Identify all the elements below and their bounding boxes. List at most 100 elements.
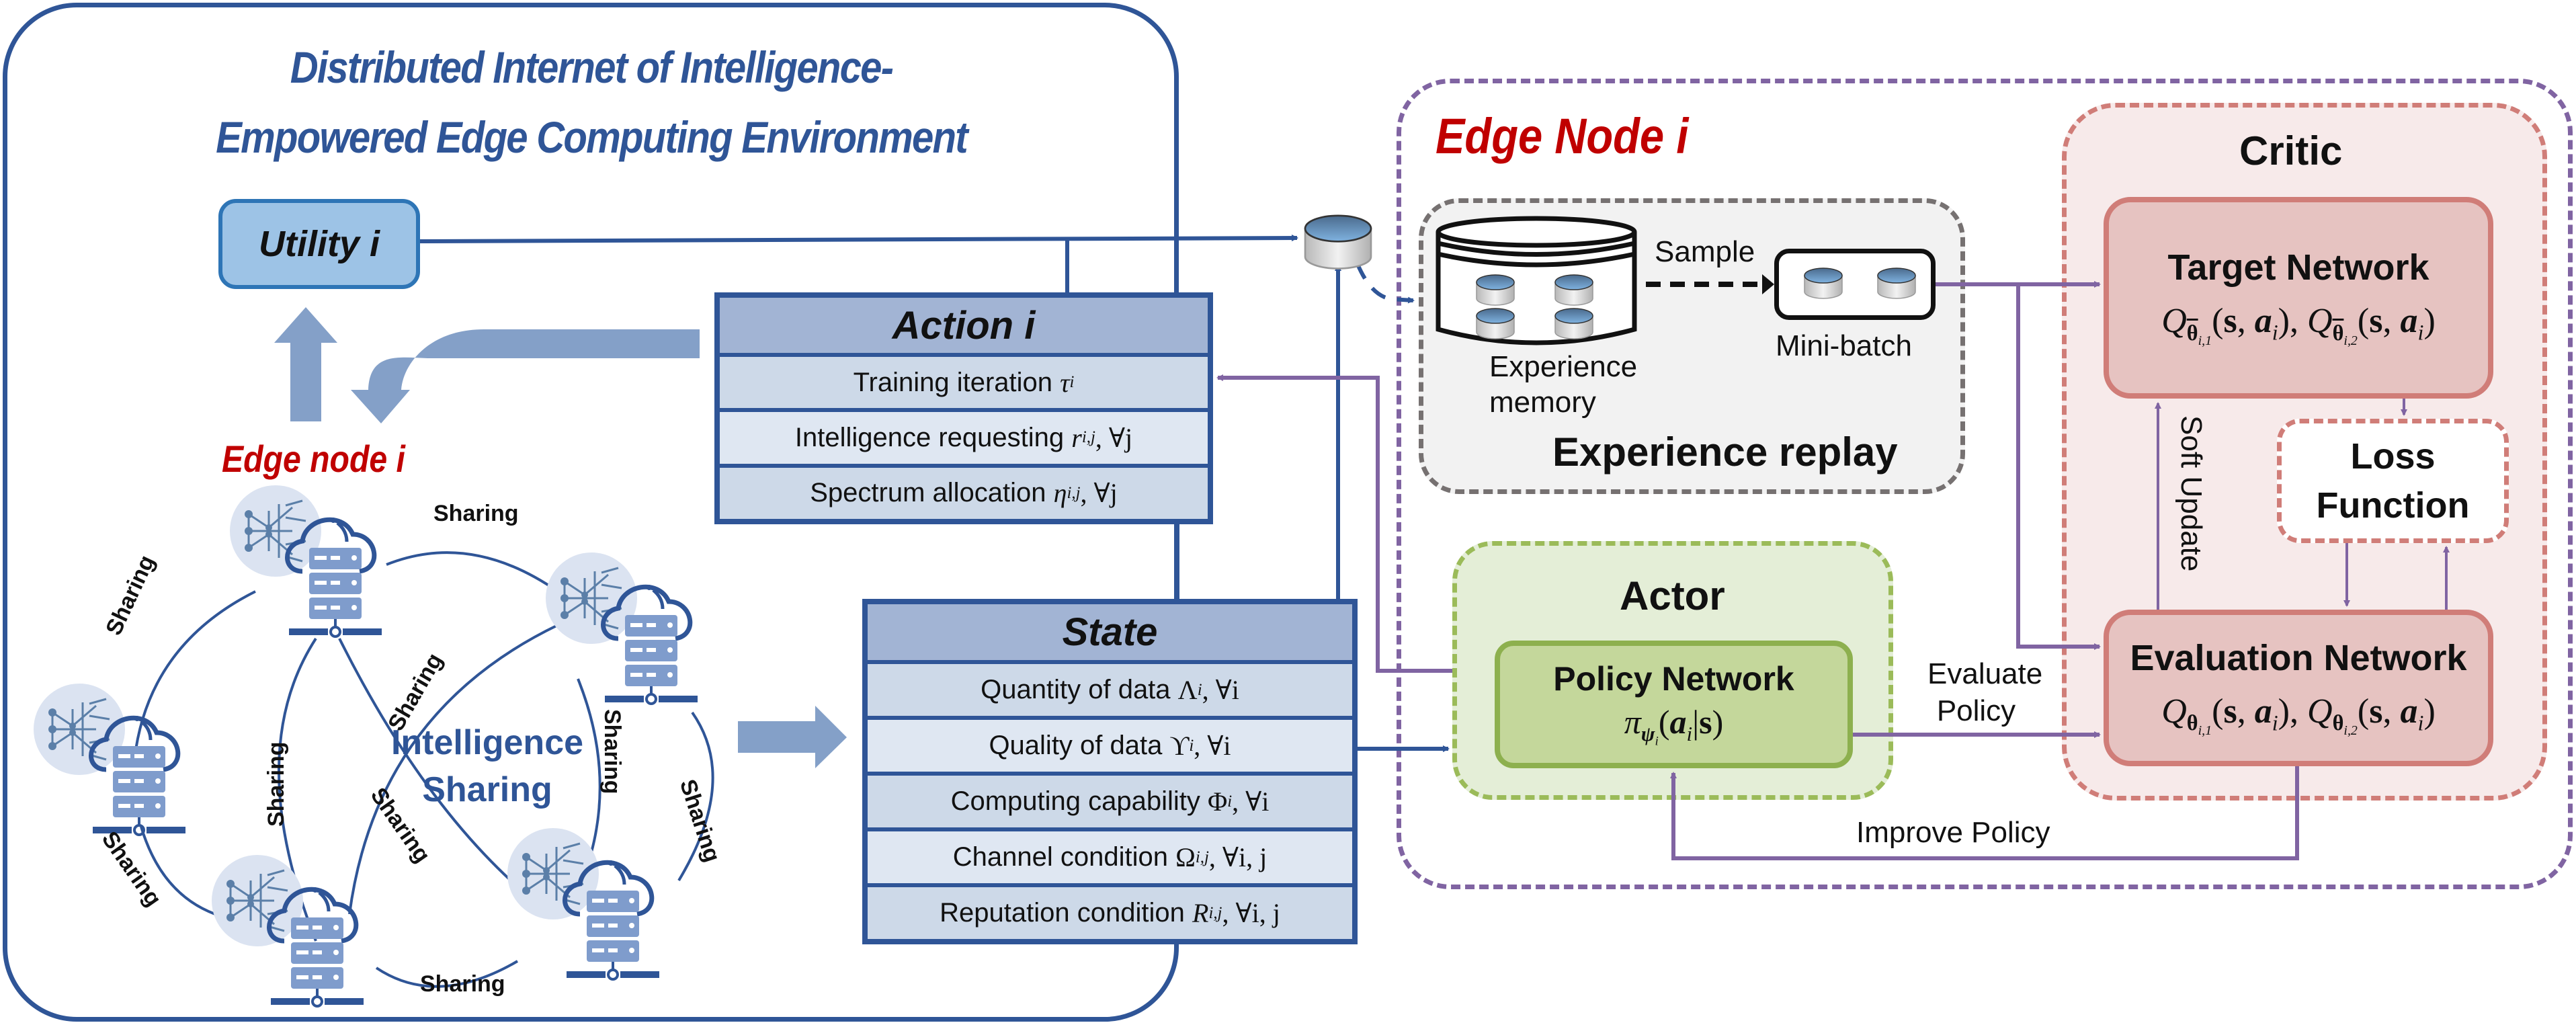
actor-title: Actor bbox=[1620, 573, 1725, 618]
sample-label: Sample bbox=[1655, 235, 1755, 268]
row-subscript: i,j bbox=[1195, 848, 1209, 866]
row-symbol: τ bbox=[1060, 367, 1070, 398]
row-symbol: r bbox=[1071, 422, 1082, 453]
evaluate-policy-label: Evaluate Policy bbox=[1927, 655, 2043, 729]
improve-policy-label: Improve Policy bbox=[1856, 816, 2050, 849]
row-suffix: , ∀i bbox=[1232, 786, 1270, 817]
sharing-label: Sharing bbox=[420, 971, 505, 997]
utility-box: Utility i bbox=[218, 199, 420, 289]
row-subscript: i,j bbox=[1067, 483, 1081, 502]
sample-arrowhead bbox=[1762, 274, 1774, 294]
sharing-link bbox=[386, 551, 559, 593]
minibatch-disks bbox=[1804, 268, 1916, 299]
sharing-link bbox=[577, 678, 601, 874]
row-subscript: i bbox=[1227, 792, 1233, 811]
experience-memory-line2: memory bbox=[1489, 385, 1596, 419]
row-label: Intelligence requesting bbox=[794, 422, 1065, 452]
row-suffix: , ∀j bbox=[1080, 478, 1118, 509]
sharing-link bbox=[677, 711, 714, 882]
experience-replay-title: Experience replay bbox=[1552, 429, 1898, 475]
row-symbol: ϒ bbox=[1169, 731, 1190, 761]
row-suffix: , ∀i bbox=[1202, 675, 1239, 705]
evaluate-policy-line2: Policy bbox=[1936, 694, 2016, 727]
sharing-link bbox=[338, 638, 512, 882]
improve-policy-arrow bbox=[1670, 766, 2299, 860]
row-label: Spectrum allocation bbox=[810, 478, 1046, 508]
evaluation-network-formula: Qθi,1(s, ai), Qθi,2(s, ai) bbox=[2161, 692, 2436, 739]
row-symbol: R bbox=[1192, 898, 1209, 928]
edge-node-title: Edge Node i bbox=[1436, 108, 1689, 164]
policy-network-box: Policy Network πψi(ai|s) bbox=[1495, 641, 1853, 768]
edge-node-label: Edge node i bbox=[222, 438, 405, 480]
environment-title-line1: Distributed Internet of Intelligence- bbox=[290, 42, 894, 92]
sharing-link bbox=[140, 826, 216, 915]
action-table-header: Action i bbox=[720, 298, 1208, 353]
minibatch-to-eval-arrow bbox=[2016, 284, 2101, 650]
evaluation-network-title: Evaluation Network bbox=[2130, 637, 2467, 678]
loss-function-box: Loss Function bbox=[2277, 419, 2509, 543]
critic-title: Critic bbox=[2239, 128, 2343, 173]
intelligence-sharing-line2: Sharing bbox=[422, 770, 552, 810]
intelligence-sharing-line1: Intelligence bbox=[390, 723, 584, 762]
evaluation-network-box: Evaluation Network Qθi,1(s, ai), Qθi,2(s… bbox=[2104, 610, 2493, 766]
state-table-header: State bbox=[868, 604, 1352, 660]
row-label: Quantity of data bbox=[981, 675, 1171, 704]
target-network-formula: Qθi,1(s, ai), Qθi,2(s, ai) bbox=[2161, 302, 2436, 348]
block-arrows bbox=[274, 307, 847, 768]
row-subscript: i bbox=[1069, 373, 1075, 392]
row-subscript: i bbox=[1197, 680, 1202, 699]
loss-line1: Loss bbox=[2350, 436, 2436, 477]
row-suffix: , ∀i, j bbox=[1222, 898, 1280, 928]
row-suffix: , ∀i, j bbox=[1208, 842, 1268, 872]
curved-block-arrow bbox=[351, 329, 700, 423]
row-label: Channel condition bbox=[952, 842, 1168, 872]
row-label: Quality of data bbox=[989, 731, 1163, 760]
sharing-label: Sharing bbox=[433, 501, 519, 526]
policy-network-title: Policy Network bbox=[1553, 660, 1794, 698]
sharing-link bbox=[133, 590, 256, 760]
actor-to-action-arrow bbox=[1216, 374, 1452, 673]
edge-node-panel bbox=[1397, 79, 2573, 889]
row-symbol: Ω bbox=[1175, 842, 1196, 872]
row-subscript: i,j bbox=[1081, 428, 1095, 447]
row-subscript: i bbox=[1189, 736, 1194, 755]
evaluate-policy-line1: Evaluate bbox=[1927, 657, 2043, 690]
policy-network-formula: πψi(ai|s) bbox=[1624, 703, 1724, 749]
row-symbol: η bbox=[1053, 478, 1067, 509]
up-block-arrow bbox=[274, 307, 337, 421]
environment-title-line2: Empowered Edge Computing Environment bbox=[216, 112, 968, 162]
sharing-link bbox=[375, 960, 519, 988]
loss-line2: Function bbox=[2316, 485, 2470, 526]
transition-db-icon bbox=[1304, 214, 1372, 270]
row-suffix: , ∀i bbox=[1194, 731, 1231, 761]
row-label: Training iteration bbox=[853, 367, 1053, 397]
experience-memory-cylinder bbox=[1436, 216, 1637, 345]
right-block-arrow bbox=[738, 706, 847, 768]
row-suffix: , ∀j bbox=[1095, 422, 1133, 453]
db-to-memory-dashed bbox=[1356, 263, 1415, 304]
sharing-link bbox=[348, 624, 558, 915]
row-label: Reputation condition bbox=[940, 898, 1185, 928]
target-network-box: Target Network Qθi,1(s, ai), Qθi,2(s, ai… bbox=[2104, 197, 2493, 399]
target-network-title: Target Network bbox=[2167, 247, 2429, 288]
row-symbol: Λ bbox=[1177, 675, 1198, 705]
row-symbol: Φ bbox=[1208, 786, 1228, 817]
utility-to-db-line bbox=[419, 235, 1298, 243]
intelligence-sharing-label: Intelligence Sharing bbox=[386, 719, 588, 813]
row-subscript: i,j bbox=[1208, 903, 1222, 922]
row-label: Computing capability bbox=[950, 786, 1200, 816]
mini-batch-label: Mini-batch bbox=[1776, 329, 1912, 362]
utility-label: Utility i bbox=[258, 224, 380, 264]
